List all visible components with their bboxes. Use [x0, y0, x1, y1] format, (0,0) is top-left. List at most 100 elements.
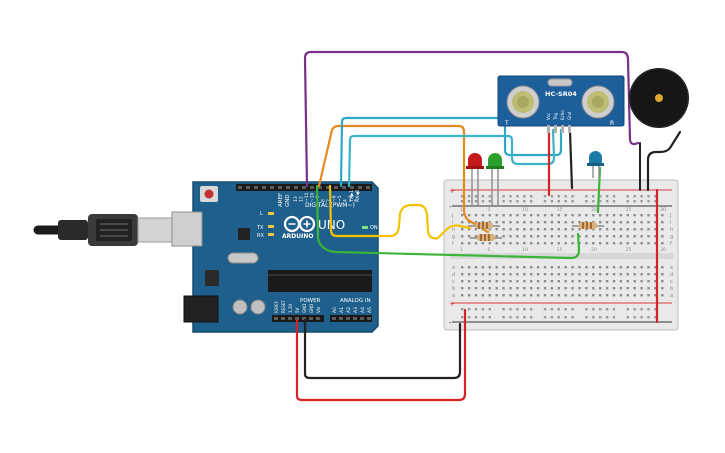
- breadboard-hole: [571, 294, 574, 297]
- breadboard-hole: [543, 214, 547, 217]
- breadboard-hole: [612, 266, 616, 269]
- breadboard-hole: [654, 266, 657, 269]
- breadboard-hole: [474, 266, 478, 269]
- breadboard-hole: [543, 266, 547, 269]
- breadboard-hole: [605, 266, 609, 269]
- breadboard-hole: [530, 273, 533, 276]
- breadboard-hole: [481, 273, 485, 276]
- breadboard-hole: [647, 273, 650, 276]
- breadboard-hole: [571, 242, 574, 245]
- breadboard-hole: [536, 273, 540, 276]
- crystal-oscillator: [227, 252, 259, 264]
- analog-pin-label: A0: [332, 307, 338, 313]
- breadboard-hole: [509, 242, 512, 245]
- breadboard-hole: [612, 200, 616, 203]
- breadboard-hole: [523, 221, 526, 224]
- breadboard-hole: [640, 242, 643, 245]
- breadboard-hole: [530, 316, 533, 319]
- wire-black-sensor: [568, 130, 574, 190]
- breadboard-hole: [654, 294, 657, 297]
- breadboard-hole: [516, 228, 519, 231]
- breadboard-hole: [585, 228, 588, 231]
- breadboard-hole: [536, 214, 540, 217]
- breadboard-hole: [467, 273, 471, 276]
- breadboard-hole: [599, 221, 602, 224]
- breadboard-hole: [474, 221, 478, 224]
- breadboard-row-letter: i: [670, 220, 671, 226]
- breadboard-hole: [578, 294, 581, 297]
- header-pin: [350, 186, 354, 189]
- power-jack: [183, 295, 219, 323]
- breadboard-hole: [530, 294, 533, 297]
- breadboard-hole: [647, 228, 650, 231]
- breadboard-hole: [619, 214, 623, 217]
- breadboard-row-letter: f: [452, 241, 454, 247]
- breadboard-hole: [474, 195, 478, 198]
- header-pin: [316, 317, 320, 320]
- header-pin: [366, 186, 370, 189]
- breadboard-hole: [654, 235, 657, 238]
- breadboard-column-number: 25: [626, 247, 632, 253]
- breadboard-hole: [626, 266, 629, 269]
- analog-header: [330, 315, 372, 322]
- breadboard-hole: [550, 273, 554, 276]
- breadboard-hole: [571, 280, 574, 283]
- breadboard-hole: [467, 195, 471, 198]
- breadboard-hole: [502, 228, 505, 231]
- breadboard-hole: [550, 214, 554, 217]
- breadboard-hole: [550, 316, 554, 319]
- header-pin: [360, 317, 364, 320]
- breadboard-hole: [474, 287, 478, 290]
- breadboard-hole: [481, 242, 485, 245]
- breadboard-hole: [530, 242, 533, 245]
- breadboard-column-number: 1: [460, 207, 463, 213]
- digital-pin-label: 7: [326, 199, 332, 202]
- header-pin: [288, 317, 292, 320]
- breadboard-hole: [619, 228, 623, 231]
- sensor-pin: [561, 125, 564, 133]
- breadboard-hole: [461, 316, 464, 319]
- digital-pin-label: ~10: [310, 192, 316, 202]
- breadboard-hole: [647, 235, 650, 238]
- breadboard-hole: [550, 242, 554, 245]
- wire-red-power: [295, 308, 467, 402]
- breadboard-hole: [612, 195, 616, 198]
- voltage-regulator: [205, 270, 219, 286]
- breadboard-hole: [633, 294, 636, 297]
- breadboard-hole: [640, 294, 643, 297]
- breadboard-hole: [495, 280, 498, 283]
- breadboard-hole: [523, 200, 526, 203]
- breadboard-hole: [509, 316, 512, 319]
- breadboard-hole: [654, 221, 657, 224]
- breadboard-hole: [536, 280, 540, 283]
- breadboard-hole: [619, 242, 623, 245]
- breadboard-hole: [592, 294, 595, 297]
- breadboard-hole: [467, 214, 471, 217]
- breadboard-column-number: 10: [522, 207, 528, 213]
- breadboard-hole: [612, 287, 616, 290]
- breadboard-hole: [605, 273, 609, 276]
- digital-pin-label: 12: [299, 196, 305, 202]
- breadboard-hole: [523, 287, 526, 290]
- header-pin: [334, 186, 338, 189]
- header-pin: [326, 186, 330, 189]
- breadboard-hole: [647, 195, 650, 198]
- aref-label: AREF: [278, 193, 284, 207]
- breadboard-hole: [633, 242, 636, 245]
- sensor-pin-label: Trig: [553, 112, 558, 121]
- breadboard-hole: [592, 287, 595, 290]
- breadboard-hole: [523, 273, 526, 276]
- breadboard-hole: [481, 280, 485, 283]
- breadboard-hole: [633, 280, 636, 283]
- breadboard-hole: [599, 316, 602, 319]
- bottom-header-pins: [274, 317, 371, 320]
- breadboard-hole: [536, 266, 540, 269]
- breadboard-row-letter: a: [452, 293, 455, 299]
- breadboard-hole: [461, 200, 464, 203]
- breadboard-hole: [605, 214, 609, 217]
- breadboard-hole: [592, 214, 595, 217]
- digital-pin-label: 8: [321, 199, 327, 202]
- breadboard-hole: [516, 287, 519, 290]
- breadboard-hole: [564, 235, 567, 238]
